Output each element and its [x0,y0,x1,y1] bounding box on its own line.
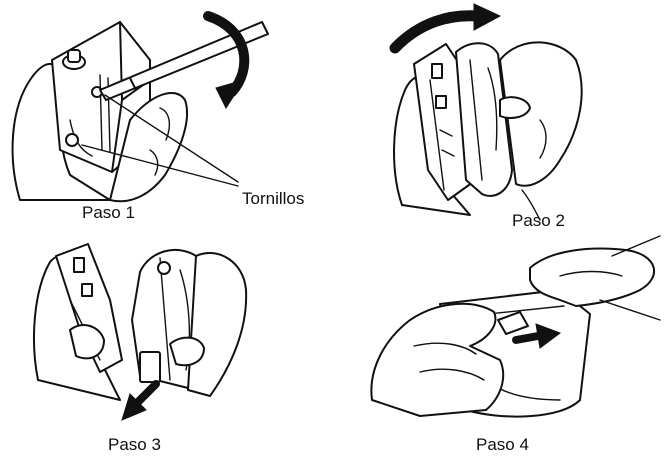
callout-label: Tornillos [242,190,304,207]
step-3-illustration [34,244,246,420]
step-label-2: Paso 2 [512,212,565,229]
push-arrow-icon [136,384,156,404]
rotate-arrow-icon [395,16,478,48]
step-label-3: Paso 3 [108,436,161,453]
right-hand-3 [188,253,246,396]
step-4-illustration [371,236,660,417]
step-label-4: Paso 4 [476,436,529,453]
step-1-illustration [13,16,268,201]
push-arrow-icon [516,336,538,340]
step-2-illustration [394,4,582,220]
screw-2 [66,134,78,146]
left-hand-4 [371,304,503,416]
step-label-1: Paso 1 [82,204,135,221]
